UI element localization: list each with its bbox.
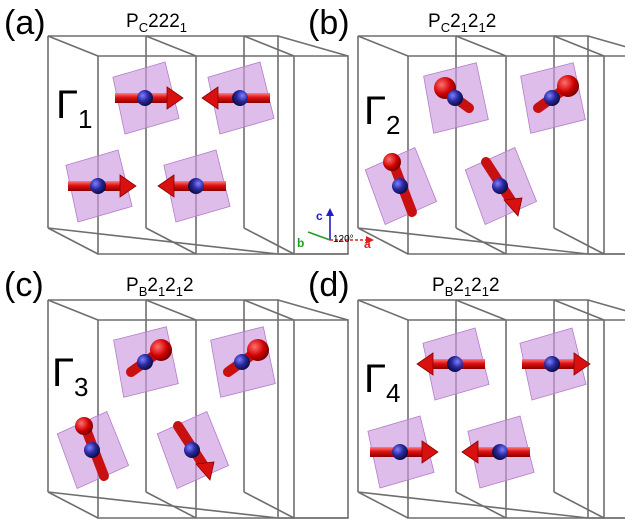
irrep-label-d: Γ4 xyxy=(364,357,401,408)
irrep-label-b: Γ2 xyxy=(364,89,401,140)
panel-b: (b) PC21212 Γ2 xyxy=(308,4,625,255)
spin-site xyxy=(64,148,137,223)
angle-label: 120° xyxy=(333,234,354,245)
irrep-label-a: Γ1 xyxy=(56,83,93,134)
spin-site xyxy=(362,145,439,226)
spin-site xyxy=(366,414,439,489)
panel-letter-b: (b) xyxy=(308,4,350,42)
axis-b-label: b xyxy=(297,236,304,250)
space-group-label-d: PB21212 xyxy=(432,275,500,299)
spin-site xyxy=(422,61,490,135)
unit-cell-outline xyxy=(47,35,349,255)
space-group-label-c: PB21212 xyxy=(126,275,194,299)
unit-cell-outline xyxy=(357,299,625,519)
axis-triad: c b a 120° xyxy=(297,208,374,251)
panel-a: (a) PC2221 Γ1 xyxy=(4,4,349,255)
spin-site xyxy=(54,409,131,490)
spin-site xyxy=(111,60,184,135)
space-group-label-a: PC2221 xyxy=(126,11,187,35)
axis-c-label: c xyxy=(316,209,323,223)
panel-c: (c) PB21212 Γ3 xyxy=(4,266,349,519)
panel-d: (d) PB21212 Γ4 xyxy=(308,266,625,519)
spin-site xyxy=(417,326,491,401)
panel-letter-a: (a) xyxy=(4,4,46,42)
panel-letter-d: (d) xyxy=(308,266,350,304)
spin-site xyxy=(209,325,277,399)
panel-letter-c: (c) xyxy=(4,266,44,304)
spin-site xyxy=(518,326,591,401)
axis-a-label: a xyxy=(364,237,371,251)
spin-site xyxy=(519,61,587,135)
irrep-label-c: Γ3 xyxy=(52,351,89,402)
unit-cell-outline xyxy=(47,299,349,519)
spin-site xyxy=(154,409,231,490)
space-group-label-b: PC21212 xyxy=(428,11,496,35)
spin-site xyxy=(112,325,180,399)
spin-site xyxy=(462,145,539,226)
spin-site xyxy=(462,414,536,489)
spin-site xyxy=(158,148,232,223)
spin-site xyxy=(202,60,276,135)
